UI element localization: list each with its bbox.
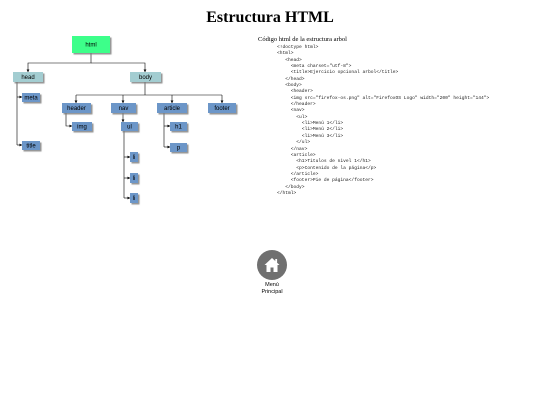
code-line: <footer>Pie de página</footer> <box>290 178 374 184</box>
tree-node-body: body <box>130 72 161 82</box>
tree-node-box <box>130 173 138 183</box>
tree-node-label: footer <box>214 106 229 112</box>
tree-node-box <box>111 103 136 113</box>
tree-node-box <box>208 103 236 113</box>
tree-node-box <box>22 93 40 102</box>
code-line: <body> <box>285 83 302 89</box>
home-icon <box>264 258 280 272</box>
code-line: </html> <box>277 190 297 196</box>
tree-node-img: img <box>72 122 92 131</box>
tree-node-box <box>157 103 187 113</box>
tree-node-box <box>13 72 43 82</box>
html-code-listing: <!doctype html> <html> <head> <meta char… <box>277 45 489 197</box>
tree-node-label: header <box>67 106 86 112</box>
tree-node-nav: nav <box>111 103 136 113</box>
code-section-title: Código html de la estructura arbol <box>258 36 347 43</box>
code-line: </head> <box>285 76 305 82</box>
tree-node-box <box>72 36 110 53</box>
tree-node-box <box>22 141 40 150</box>
tree-node-label: head <box>21 75 34 81</box>
tree-connector <box>26 53 92 73</box>
code-line: <title>Ejercicio opcional arbol</title> <box>290 70 399 76</box>
tree-node-box <box>170 143 187 152</box>
tree-node-box <box>62 103 91 113</box>
tree-node-label: li <box>133 196 136 202</box>
code-line: <li>Menú 3</li> <box>301 133 344 139</box>
tree-node-footer: footer <box>208 103 236 113</box>
tree-node-box <box>130 152 138 162</box>
tree-node-label: ul <box>127 125 132 131</box>
code-line: <nav> <box>290 108 305 114</box>
code-line: </header> <box>290 102 316 108</box>
tree-connector <box>91 62 147 73</box>
code-line: <ul> <box>296 114 308 120</box>
code-line: <p>Contenido de la página</p> <box>296 165 377 171</box>
tree-connector <box>65 113 73 128</box>
code-line: <h1>Titulos de nivel 1</h1> <box>296 159 371 165</box>
code-line: <li>Menú 2</li> <box>301 127 344 133</box>
code-line: <head> <box>285 57 302 63</box>
code-line: <meta charset="utf-8"> <box>290 64 352 70</box>
code-line: </body> <box>285 184 305 190</box>
main-menu-label-line1: Menú <box>265 282 279 288</box>
tree-node-label: img <box>77 125 87 131</box>
tree-node-label: title <box>26 144 36 150</box>
tree-node-label: nav <box>119 106 129 112</box>
code-line: <html> <box>277 51 294 57</box>
tree-node-label: h1 <box>175 125 182 131</box>
code-line: </article> <box>290 171 319 177</box>
tree-node-label: p <box>177 146 181 152</box>
tree-node-h1: h1 <box>170 122 187 131</box>
tree-node-label: body <box>139 75 152 81</box>
page-title: Estructura HTML <box>206 9 334 26</box>
tree-node-label: article <box>164 106 181 112</box>
tree-node-li3: li <box>130 193 138 203</box>
tree-node-html: html <box>72 36 110 53</box>
code-line: <!doctype html> <box>277 45 319 50</box>
tree-node-box <box>72 122 92 131</box>
tree-node-label: meta <box>24 96 38 102</box>
code-line: <img src="firefox-os.png" alt="FirefoxOS… <box>290 95 490 101</box>
code-line: <header> <box>290 89 313 95</box>
tree-node-meta: meta <box>22 93 40 102</box>
code-line: <li>Menú 1</li> <box>301 121 344 127</box>
tree-node-box <box>130 72 161 82</box>
tree-node-header: header <box>62 103 91 113</box>
tree-node-label: li <box>133 155 136 161</box>
code-line: </ul> <box>296 140 311 146</box>
main-menu-label: Menú Principal <box>252 282 292 296</box>
tree-node-head: head <box>13 72 43 82</box>
tree-node-box <box>121 122 138 131</box>
tree-node-li1: li <box>130 152 138 162</box>
tree-node-label: html <box>85 43 96 49</box>
main-menu-button[interactable] <box>257 250 287 280</box>
tree-node-ul: ul <box>121 122 138 131</box>
tree-node-p: p <box>170 143 187 152</box>
html-tree-diagram: html head body meta title header nav article foo… <box>13 36 236 203</box>
code-line: <article> <box>290 152 316 158</box>
tree-node-li2: li <box>130 173 138 183</box>
code-line: </nav> <box>290 146 308 152</box>
tree-node-title: title <box>22 141 40 150</box>
main-menu-label-line2: Principal <box>261 289 283 295</box>
tree-node-article: article <box>157 103 187 113</box>
tree-node-box <box>130 193 138 203</box>
tree-node-box <box>170 122 187 131</box>
tree-node-label: li <box>133 176 136 182</box>
